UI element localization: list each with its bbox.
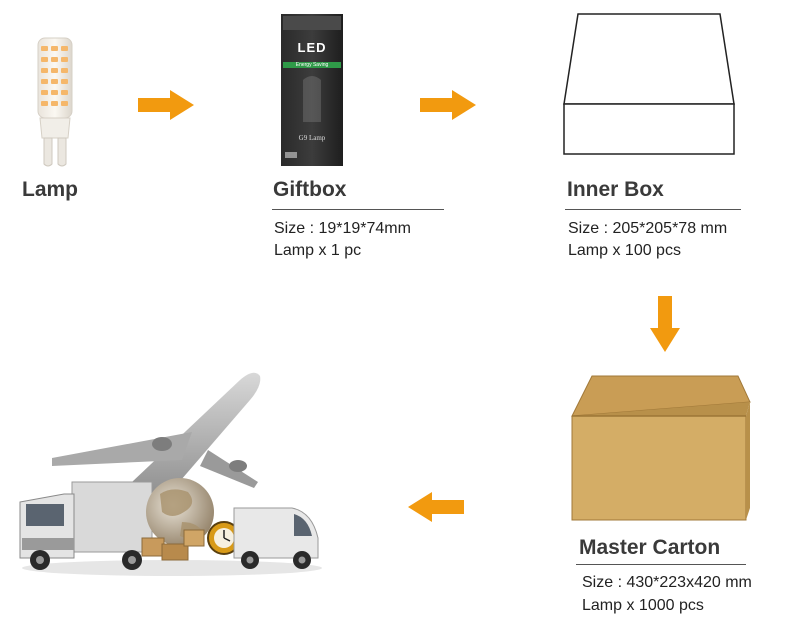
g9-lamp-icon — [37, 37, 73, 167]
master-carton-title: Master Carton — [579, 536, 721, 559]
inner-box-size: Size : 205*205*78 mm — [568, 220, 728, 237]
inner-box-qty: Lamp x 100 pcs — [568, 242, 681, 259]
giftbox-qty: Lamp x 1 pc — [274, 242, 362, 259]
giftbox-size: Size : 19*19*74mm — [274, 220, 411, 237]
master-carton-divider — [576, 564, 746, 565]
giftbox-divider — [272, 209, 444, 210]
master-carton-size: Size : 430*223x420 mm — [582, 574, 752, 591]
inner-box-divider — [565, 209, 741, 210]
giftbox-tagline-label: Energy Saving — [295, 62, 329, 68]
giftbox-title: Giftbox — [273, 178, 347, 201]
arrow-down-icon — [650, 296, 680, 352]
inner-box-icon — [563, 13, 735, 155]
arrow-left-icon — [408, 492, 464, 522]
master-carton-icon — [571, 375, 751, 521]
arrow-right-icon — [420, 90, 476, 120]
master-carton-qty: Lamp x 1000 pcs — [582, 597, 704, 614]
giftbox-image — [281, 14, 343, 166]
lamp-title: Lamp — [22, 178, 79, 201]
inner-box-title: Inner Box — [567, 178, 664, 201]
shipping-logistics-icon — [19, 372, 322, 576]
giftbox-model-label: G9 Lamp — [298, 134, 326, 142]
arrow-right-icon — [138, 90, 194, 120]
giftbox-brand-label: LED — [297, 40, 327, 55]
